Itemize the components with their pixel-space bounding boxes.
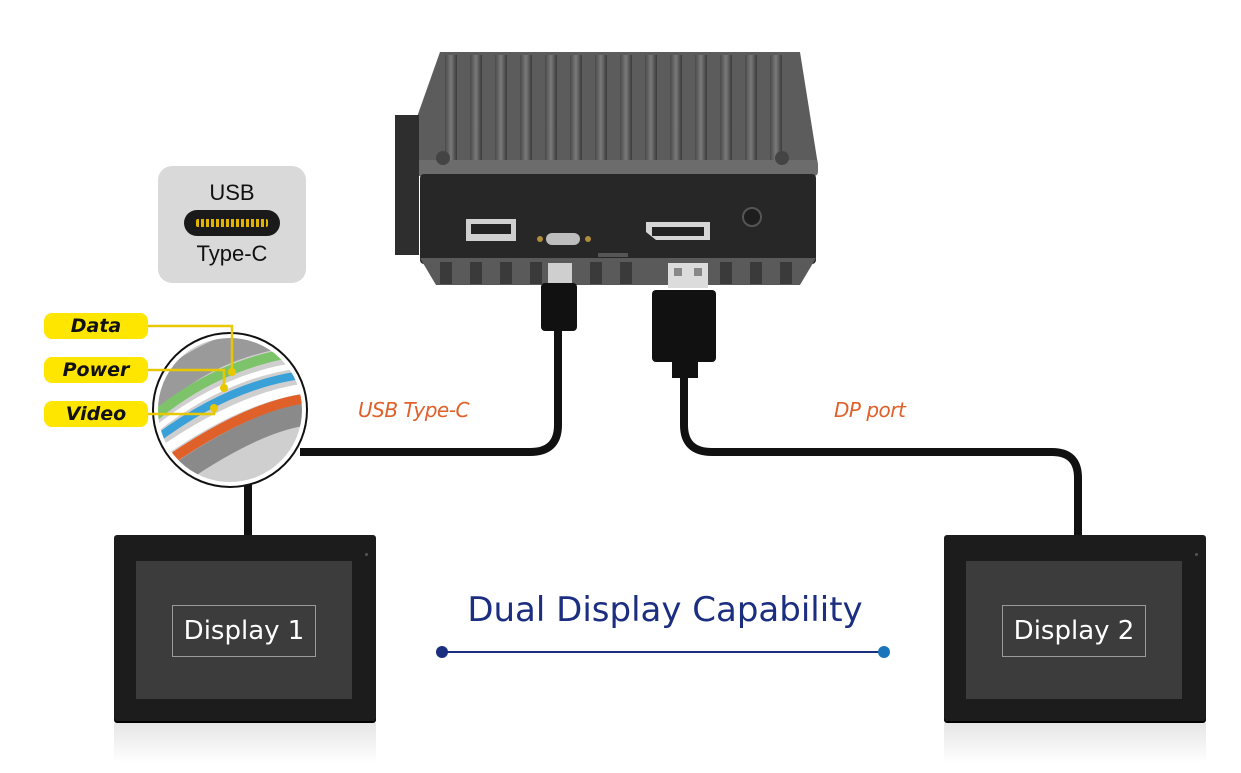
camera-dot <box>365 553 368 556</box>
tag-data: Data <box>44 313 148 339</box>
usb-badge-top-label: USB <box>209 180 255 205</box>
caption: Dual Display Capability <box>467 590 863 630</box>
display-2-reflection <box>944 723 1206 763</box>
mini-pc-device <box>395 52 818 285</box>
usb-c-cable <box>244 263 577 540</box>
display-1-monitor: Display 1 <box>114 535 376 721</box>
display-1-label: Display 1 <box>172 605 316 657</box>
heatsink-fins <box>445 55 782 165</box>
dp-cable-label: DP port <box>834 398 906 422</box>
cable-cross-section-lens <box>152 332 308 488</box>
usb-type-c-badge: USB Type-C <box>158 166 306 283</box>
display-2-screen: Display 2 <box>966 561 1182 699</box>
usb-c-port-icon <box>184 210 280 236</box>
power-button <box>742 207 762 227</box>
tag-video: Video <box>44 401 148 427</box>
display-2-label: Display 2 <box>1002 605 1146 657</box>
caption-underline <box>436 646 890 658</box>
dp-cable <box>652 263 1082 540</box>
tag-power: Power <box>44 357 148 383</box>
display-1-screen: Display 1 <box>136 561 352 699</box>
camera-dot <box>1195 553 1198 556</box>
usb-cable-label: USB Type-C <box>358 398 469 422</box>
usb-c-port <box>546 233 580 245</box>
display-1-reflection <box>114 723 376 763</box>
usb-badge-bottom-label: Type-C <box>196 241 268 266</box>
display-2-monitor: Display 2 <box>944 535 1206 721</box>
